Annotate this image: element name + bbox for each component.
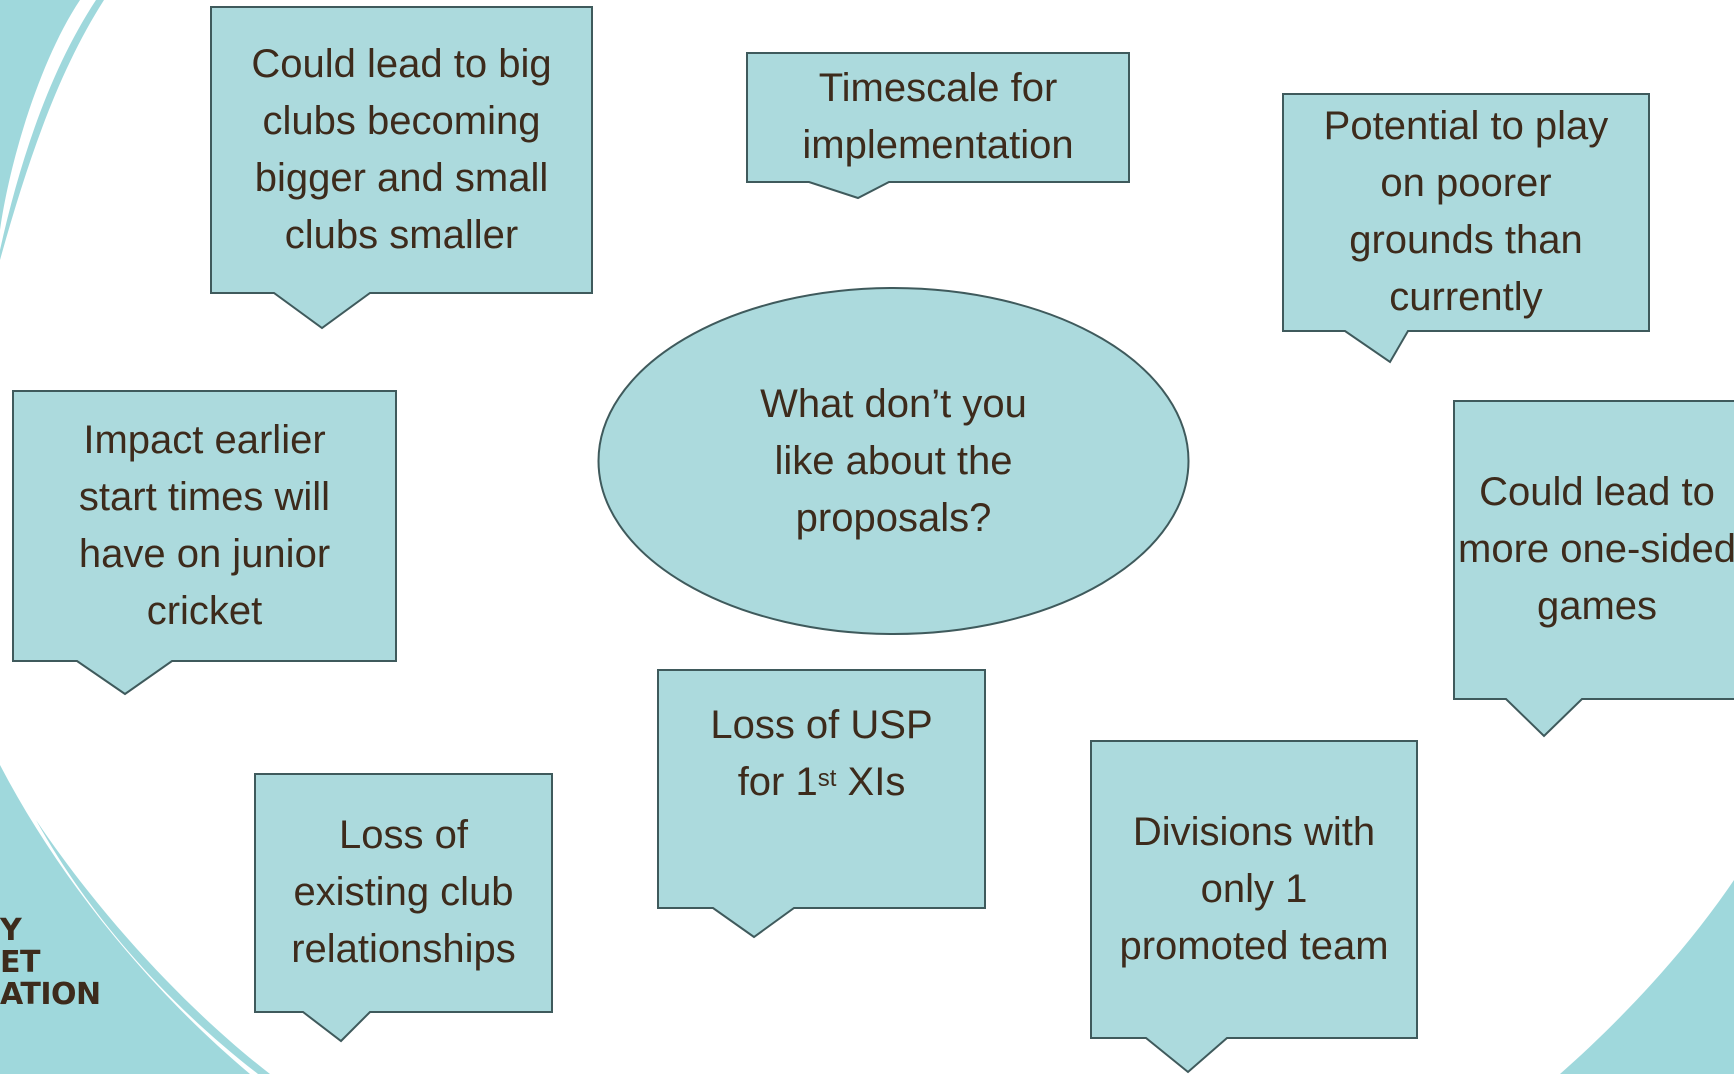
callout-usp-superscript: st <box>817 765 837 792</box>
callout-usp-prefix: Loss of USP for 1 <box>710 703 933 804</box>
callout-usp-text: Loss of USP for 1st XIs <box>697 697 947 811</box>
top-left-swoosh <box>0 0 80 230</box>
callout-poorer-grounds-shape <box>1282 93 1650 364</box>
logo-text: Y ET ATION <box>0 915 101 1011</box>
callout-poorer-grounds: Potential to play on poorer grounds than… <box>1282 93 1650 364</box>
callout-relationships-text: Loss of existing club relationships <box>291 813 516 971</box>
callout-timescale-text: Timescale for implementation <box>802 66 1074 167</box>
center-question-text: What don’t you like about the proposals? <box>760 381 1027 540</box>
callout-promoted: Divisions with only 1 promoted team <box>1090 740 1418 1074</box>
callout-junior-cricket-text: Impact earlier start times will have on … <box>78 417 331 633</box>
callout-junior-cricket: Impact earlier start times will have on … <box>12 390 397 696</box>
callout-timescale-shape <box>746 52 1130 200</box>
callout-relationships: Loss of existing club relationships <box>254 773 553 1043</box>
callout-big-clubs-shape <box>210 6 593 330</box>
callout-usp-suffix: XIs <box>836 760 906 804</box>
callout-big-clubs: Could lead to big clubs becoming bigger … <box>210 6 593 330</box>
logo-line-1: Y <box>0 913 22 948</box>
callout-promoted-text: Divisions with only 1 promoted team <box>1119 809 1389 968</box>
callout-usp: Loss of USP for 1st XIs <box>657 669 986 939</box>
callout-one-sided-shape <box>1453 400 1734 738</box>
callout-junior-cricket-shape <box>12 390 397 696</box>
callout-timescale: Timescale for implementation <box>746 52 1130 200</box>
logo-line-3: ATION <box>0 977 101 1012</box>
center-ellipse <box>597 287 1190 635</box>
bottom-right-swoosh <box>1560 880 1734 1074</box>
center-question: What don’t you like about the proposals? <box>597 286 1190 636</box>
bottom-left-swoosh <box>0 765 250 1074</box>
callout-big-clubs-text: Could lead to big clubs becoming bigger … <box>251 41 552 257</box>
callout-one-sided: Could lead to more one-sided games <box>1453 400 1734 738</box>
callout-promoted-shape <box>1090 740 1418 1074</box>
callout-one-sided-text: Could lead to more one-sided games <box>1458 470 1734 628</box>
callout-poorer-grounds-text: Potential to play on poorer grounds than… <box>1323 104 1609 319</box>
callout-relationships-shape <box>254 773 553 1043</box>
callout-usp-shape <box>657 669 986 939</box>
logo-line-2: ET <box>0 945 40 980</box>
